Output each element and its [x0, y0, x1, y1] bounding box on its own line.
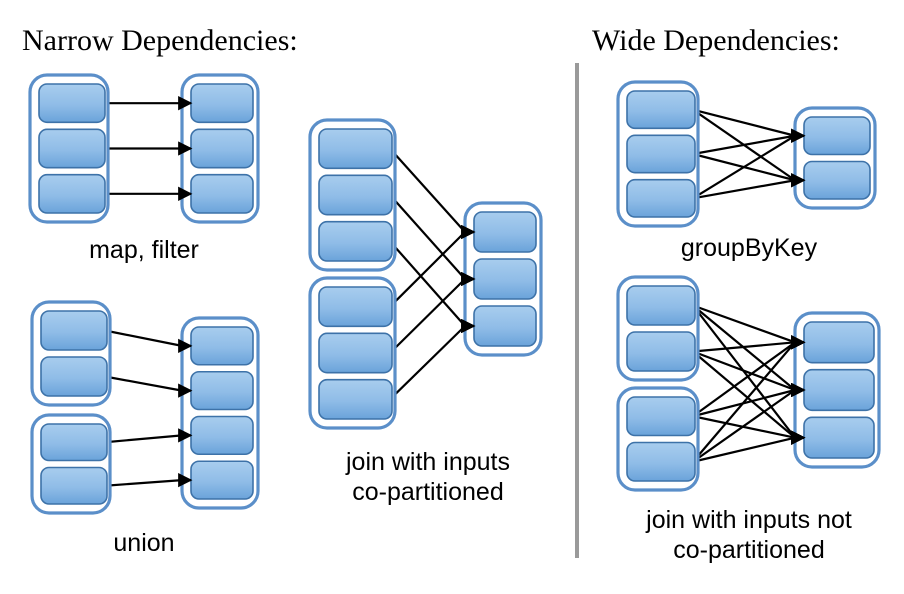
partition-box	[803, 116, 871, 156]
partition-box	[473, 258, 537, 300]
partition-box	[38, 173, 106, 214]
caption-groupbykey: groupByKey	[681, 234, 818, 262]
dependency-arrow	[389, 278, 466, 354]
dependency-arrow	[692, 108, 796, 137]
partition-box	[626, 331, 696, 372]
partition-box	[38, 128, 106, 169]
partition-box	[803, 368, 875, 412]
partition-box	[626, 90, 696, 130]
dependency-arrow	[692, 134, 796, 200]
caption-join-not-co-partitioned: join with inputs not	[645, 506, 852, 534]
partition-box	[626, 178, 696, 218]
partition-box	[803, 416, 875, 459]
partition-box	[626, 134, 696, 174]
arrow-tips-layer	[178, 96, 806, 488]
dependency-arrow	[692, 179, 796, 200]
partition-box	[40, 310, 108, 351]
dependency-arrow	[692, 389, 796, 463]
partition-box	[40, 466, 108, 505]
arrows-layer	[103, 102, 796, 487]
partition-box	[40, 356, 108, 397]
partition-box	[318, 220, 393, 262]
partition-box	[803, 321, 875, 364]
caption-union: union	[113, 529, 174, 557]
partition-box	[38, 83, 106, 124]
dependency-arrow	[389, 194, 466, 280]
partition-box	[190, 83, 254, 124]
dependency-arrow	[104, 375, 183, 392]
partition-box	[318, 286, 393, 328]
partition-box	[40, 423, 108, 462]
dependency-arrow	[692, 350, 796, 392]
partition-box	[190, 128, 254, 169]
partition-box	[318, 128, 393, 170]
dependency-arrow	[389, 240, 466, 327]
dependency-arrow	[104, 434, 183, 444]
dependency-arrow	[389, 147, 466, 233]
dependency-arrow	[692, 304, 796, 344]
caption-join-co-partitioned: co-partitioned	[352, 478, 503, 506]
partition-box	[626, 441, 696, 482]
partition-box	[318, 174, 393, 216]
dependency-arrow	[692, 341, 796, 418]
partition-box	[318, 378, 393, 420]
partition-box	[626, 285, 696, 326]
heading-narrow-dependencies: Narrow Dependencies:	[22, 24, 298, 57]
partition-box	[190, 173, 254, 214]
caption-map-filter: map, filter	[89, 236, 199, 264]
dependency-arrow	[389, 231, 466, 308]
heading-wide-dependencies: Wide Dependencies:	[592, 24, 840, 57]
partitions-layer	[28, 73, 881, 515]
partition-box	[473, 211, 537, 253]
dependency-arrow	[692, 134, 796, 156]
caption-join-co-partitioned: join with inputs	[345, 448, 510, 476]
partition-box	[473, 305, 537, 347]
partition-box	[190, 326, 254, 366]
partition-box	[626, 396, 696, 437]
dependency-arrow	[692, 350, 796, 439]
partition-box	[803, 160, 871, 200]
partition-box	[318, 332, 393, 374]
dependency-arrow	[692, 341, 796, 463]
dependency-arrow	[692, 436, 796, 463]
dependency-arrow	[104, 329, 183, 347]
partition-box	[190, 415, 254, 456]
dependency-arrow	[692, 341, 796, 353]
dependency-arrow	[104, 479, 183, 487]
caption-join-not-co-partitioned: co-partitioned	[673, 536, 824, 564]
partition-box	[190, 370, 254, 411]
partition-box	[190, 460, 254, 500]
dependency-arrow	[389, 325, 466, 401]
